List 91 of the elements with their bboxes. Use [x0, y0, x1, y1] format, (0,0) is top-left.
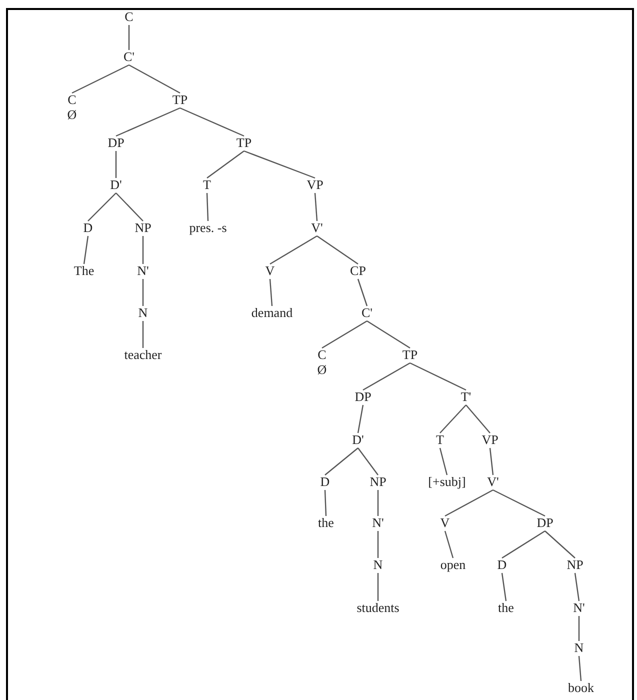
tree-branch	[439, 448, 448, 476]
tree-label: N'	[137, 263, 149, 278]
tree-label: N	[373, 557, 383, 572]
tree-label: TP	[236, 135, 252, 150]
tree-label: T	[203, 177, 211, 192]
tree-label: V	[265, 263, 275, 278]
tree-branch	[362, 362, 410, 391]
tree-label: N'	[573, 600, 585, 615]
tree-branch	[314, 192, 318, 222]
tree-branch	[357, 278, 368, 306]
tree-branch	[72, 64, 130, 94]
tree-branch	[324, 490, 327, 516]
tree-label: TP	[172, 92, 188, 107]
tree-label: N	[574, 640, 584, 655]
tree-branch	[180, 107, 244, 137]
tree-label: D'	[110, 177, 122, 192]
null-symbol: Ø	[317, 362, 327, 377]
tree-branch	[206, 150, 244, 178]
tree-branch	[492, 489, 546, 517]
tree-label: C'	[362, 305, 372, 320]
tree-label: The	[74, 263, 94, 278]
tree-label: the	[318, 515, 334, 530]
tree-branch	[244, 150, 316, 179]
tree-branch	[142, 279, 144, 306]
tree-label: TP	[402, 347, 418, 362]
tree-branch	[544, 530, 576, 558]
tree-label: VP	[306, 177, 324, 192]
category-label: C	[317, 347, 327, 362]
tree-label: teacher	[124, 347, 162, 362]
tree-label: V'	[311, 220, 323, 235]
tree-branch	[489, 448, 494, 476]
tree-branch	[357, 404, 364, 434]
tree-label: T	[436, 432, 444, 447]
tree-branch	[466, 404, 490, 434]
tree-branch	[206, 192, 209, 222]
tree-branch	[116, 107, 180, 137]
tree-branch	[115, 151, 117, 178]
tree-branch	[377, 490, 379, 516]
tree-label: D	[320, 474, 330, 489]
tree-label: CP	[350, 263, 366, 278]
tree-branch	[502, 530, 546, 558]
tree-branch	[142, 236, 144, 264]
tree-label: NP	[134, 220, 152, 235]
tree-label: C'	[124, 49, 134, 64]
tree-label: V'	[487, 474, 499, 489]
tree-label: VP	[482, 432, 498, 447]
tree-branch	[316, 236, 358, 264]
tree-label: C	[124, 9, 134, 24]
tree-branch	[574, 572, 580, 602]
tree-label: NP	[370, 474, 386, 489]
tree-label: the	[498, 600, 514, 615]
tree-branch	[366, 320, 410, 348]
tree-label: D'	[352, 432, 364, 447]
tree-branch	[358, 448, 378, 476]
null-symbol: Ø	[67, 107, 77, 122]
tree-branch	[128, 25, 130, 50]
tree-branch	[88, 192, 116, 222]
category-label: C	[67, 92, 77, 107]
tree-branch	[444, 530, 454, 558]
tree-label: pres. -s	[189, 220, 227, 235]
tree-branch	[377, 573, 379, 601]
tree-branch	[322, 320, 368, 349]
tree-branch	[83, 236, 89, 264]
tree-label: [+subj]	[428, 474, 466, 489]
tree-branch	[444, 489, 494, 517]
tree-branch	[578, 656, 582, 682]
tree-label: D	[83, 220, 93, 235]
tree-branch	[410, 362, 466, 391]
tree-label: book	[568, 680, 594, 695]
tree-label: V	[440, 515, 450, 530]
tree-branch	[501, 572, 507, 602]
tree-branch	[142, 321, 144, 348]
tree-branch	[324, 448, 358, 476]
tree-branch	[578, 616, 580, 641]
tree-label: NP	[566, 557, 584, 572]
tree-label: N'	[372, 515, 384, 530]
tree-label: DP	[108, 135, 124, 150]
tree-branch	[116, 192, 144, 222]
tree-label: demand	[251, 305, 293, 320]
tree-label: students	[356, 600, 400, 615]
tree-label: N	[138, 305, 148, 320]
tree-branch	[440, 404, 466, 434]
tree-label: DP	[536, 515, 554, 530]
tree-label: open	[440, 557, 466, 572]
tree-branch	[270, 235, 318, 265]
tree-branch	[377, 531, 379, 558]
tree-branch	[128, 64, 180, 94]
tree-label: T'	[460, 389, 472, 404]
tree-label: D	[497, 557, 507, 572]
tree-label: DP	[354, 389, 372, 404]
tree-branch	[269, 278, 273, 306]
